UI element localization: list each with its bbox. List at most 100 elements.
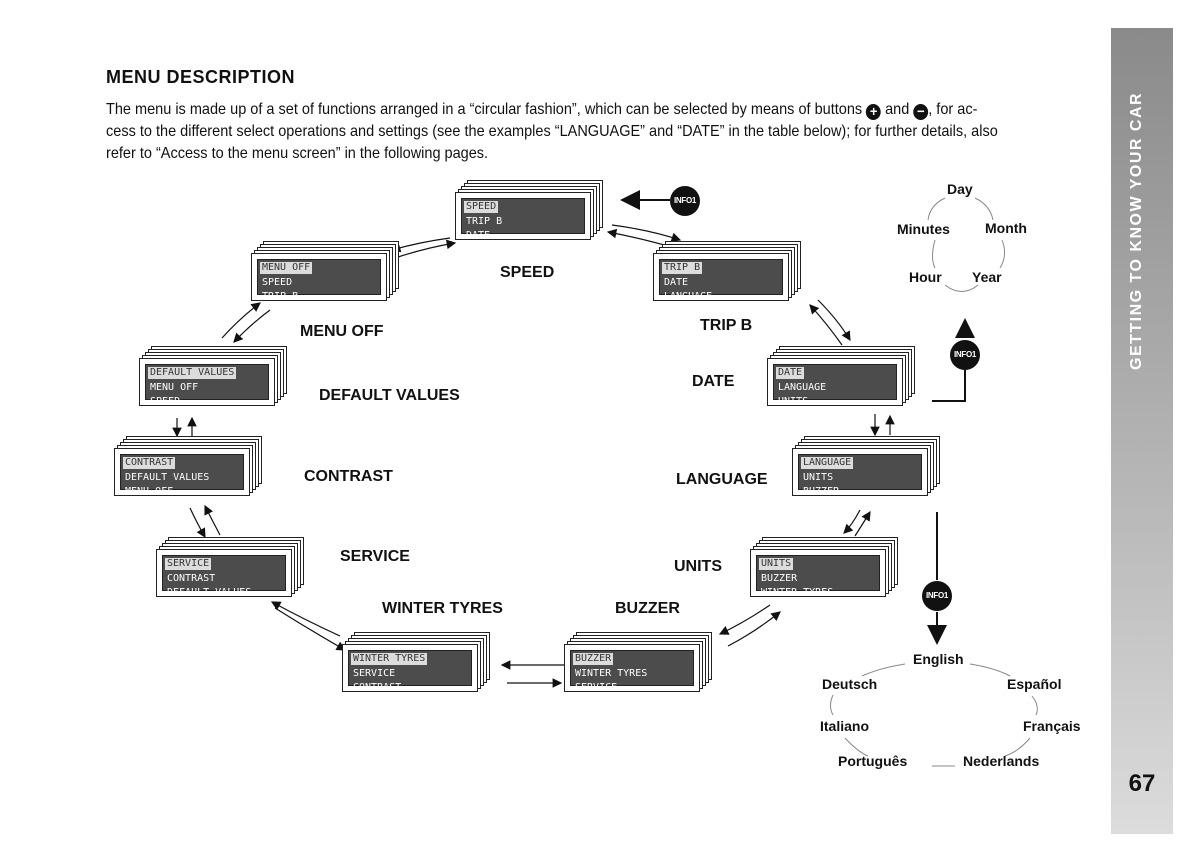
screen-front: BUZZER WINTER TYRES SERVICE: [564, 644, 700, 693]
info1-button-icon: INFO1: [670, 186, 700, 216]
intro-text-b: and: [885, 101, 910, 118]
label-menu-off: MENU OFF: [300, 323, 384, 340]
date-option-year: Year: [972, 269, 1002, 285]
intro-text-c: , for ac-: [928, 101, 978, 118]
label-trip-b: TRIP B: [700, 317, 753, 334]
language-option-english: English: [913, 651, 964, 667]
screen-front: WINTER TYRES SERVICE CONTRAST: [342, 644, 478, 693]
label-contrast: CONTRAST: [304, 468, 393, 485]
lcd-selected-item: DEFAULT VALUES: [148, 367, 237, 379]
lcd-item: CONTRAST: [353, 682, 402, 693]
lcd-display: BUZZER WINTER TYRES SERVICE: [570, 650, 694, 693]
menu-screen-service: SERVICE CONTRAST DEFAULT VALUES: [156, 537, 304, 598]
label-units: UNITS: [674, 558, 722, 575]
intro-line-1: The menu is made up of a set of function…: [106, 99, 1097, 121]
screen-front: DATE LANGUAGE UNITS: [767, 358, 903, 407]
lcd-item: DEFAULT VALUES: [167, 587, 252, 598]
minus-circle-icon: −: [913, 104, 929, 120]
lcd-item: LANGUAGE: [778, 381, 827, 393]
lcd-item: BUZZER: [761, 572, 798, 584]
lcd-selected-item: MENU OFF: [260, 262, 313, 274]
label-buzzer: BUZZER: [615, 600, 680, 617]
lcd-display: WINTER TYRES SERVICE CONTRAST: [348, 650, 472, 693]
menu-screen-trip-b: TRIP B DATE LANGUAGE: [653, 241, 801, 302]
lcd-item: DATE: [664, 276, 689, 288]
lcd-selected-item: LANGUAGE: [801, 457, 854, 469]
lcd-selected-item: UNITS: [759, 558, 794, 570]
date-option-minutes: Minutes: [897, 221, 950, 237]
lcd-item: WINTER TYRES: [575, 667, 648, 679]
lcd-display: SERVICE CONTRAST DEFAULT VALUES: [162, 555, 286, 598]
date-option-hour: Hour: [909, 269, 942, 285]
lcd-item: SERVICE: [353, 667, 396, 679]
language-option-italiano: Italiano: [820, 718, 870, 734]
lcd-item: BUZZER: [803, 486, 840, 497]
lcd-display: LANGUAGE UNITS BUZZER: [798, 454, 922, 497]
language-option-espanol: Español: [1007, 676, 1062, 692]
page-number: 67: [1128, 770, 1156, 797]
label-speed: SPEED: [500, 264, 555, 281]
intro-line-3: refer to “Access to the menu screen” in …: [106, 145, 489, 162]
info1-button-icon: INFO1: [922, 581, 952, 611]
lcd-item: WINTER TYRES: [761, 587, 834, 598]
date-option-month: Month: [985, 220, 1027, 236]
label-service: SERVICE: [340, 548, 410, 565]
menu-screen-contrast: CONTRAST DEFAULT VALUES MENU OFF: [114, 436, 262, 497]
lcd-item: SPEED: [150, 396, 181, 407]
label-date: DATE: [692, 373, 735, 390]
lcd-display: DEFAULT VALUES MENU OFF SPEED: [145, 364, 269, 407]
menu-screen-default-values: DEFAULT VALUES MENU OFF SPEED: [139, 346, 287, 407]
lcd-item: DATE: [466, 230, 491, 241]
lcd-item: MENU OFF: [150, 381, 199, 393]
lcd-item: TRIP B: [262, 291, 299, 302]
intro-text-a: The menu is made up of a set of function…: [106, 101, 863, 118]
intro-paragraph: The menu is made up of a set of function…: [106, 99, 1097, 165]
lcd-display: TRIP B DATE LANGUAGE: [659, 259, 783, 302]
lcd-selected-item: CONTRAST: [123, 457, 176, 469]
info1-button-icon: INFO1: [950, 340, 980, 370]
plus-circle-icon: +: [866, 104, 882, 120]
screen-front: SERVICE CONTRAST DEFAULT VALUES: [156, 549, 292, 598]
intro-line-2: cess to the different select operations …: [106, 123, 998, 140]
lcd-selected-item: DATE: [776, 367, 805, 379]
lcd-selected-item: TRIP B: [662, 262, 703, 274]
lcd-selected-item: BUZZER: [573, 653, 614, 665]
screen-front: UNITS BUZZER WINTER TYRES: [750, 549, 886, 598]
screen-front: MENU OFF SPEED TRIP B: [251, 253, 387, 302]
menu-screen-buzzer: BUZZER WINTER TYRES SERVICE: [564, 632, 712, 693]
screen-front: CONTRAST DEFAULT VALUES MENU OFF: [114, 448, 250, 497]
lcd-item: SERVICE: [575, 682, 618, 693]
lcd-item: MENU OFF: [125, 486, 174, 497]
language-option-nederlands: Nederlands: [963, 753, 1040, 769]
menu-screen-units: UNITS BUZZER WINTER TYRES: [750, 537, 898, 598]
lcd-display: MENU OFF SPEED TRIP B: [257, 259, 381, 302]
label-language: LANGUAGE: [676, 471, 768, 488]
date-option-day: Day: [947, 181, 973, 197]
menu-screen-winter-tyres: WINTER TYRES SERVICE CONTRAST: [342, 632, 490, 693]
label-default-values: DEFAULT VALUES: [319, 387, 460, 404]
language-option-deutsch: Deutsch: [822, 676, 878, 692]
menu-screen-language: LANGUAGE UNITS BUZZER: [792, 436, 940, 497]
screen-front: TRIP B DATE LANGUAGE: [653, 253, 789, 302]
lcd-item: CONTRAST: [167, 572, 216, 584]
page-heading: MENU DESCRIPTION: [106, 67, 296, 87]
lcd-item: DEFAULT VALUES: [125, 471, 210, 483]
language-option-francais: Français: [1023, 718, 1081, 734]
lcd-item: UNITS: [778, 396, 809, 407]
label-winter-tyres: WINTER TYRES: [382, 600, 503, 617]
language-option-portugues: Português: [838, 753, 908, 769]
lcd-item: LANGUAGE: [664, 291, 713, 302]
lcd-selected-item: WINTER TYRES: [351, 653, 428, 665]
lcd-display: DATE LANGUAGE UNITS: [773, 364, 897, 407]
menu-screen-date: DATE LANGUAGE UNITS: [767, 346, 915, 407]
lcd-item: TRIP B: [466, 215, 503, 227]
lcd-display: UNITS BUZZER WINTER TYRES: [756, 555, 880, 598]
lcd-item: UNITS: [803, 471, 834, 483]
screen-front: DEFAULT VALUES MENU OFF SPEED: [139, 358, 275, 407]
lcd-selected-item: SERVICE: [165, 558, 212, 570]
lcd-item: SPEED: [262, 276, 293, 288]
